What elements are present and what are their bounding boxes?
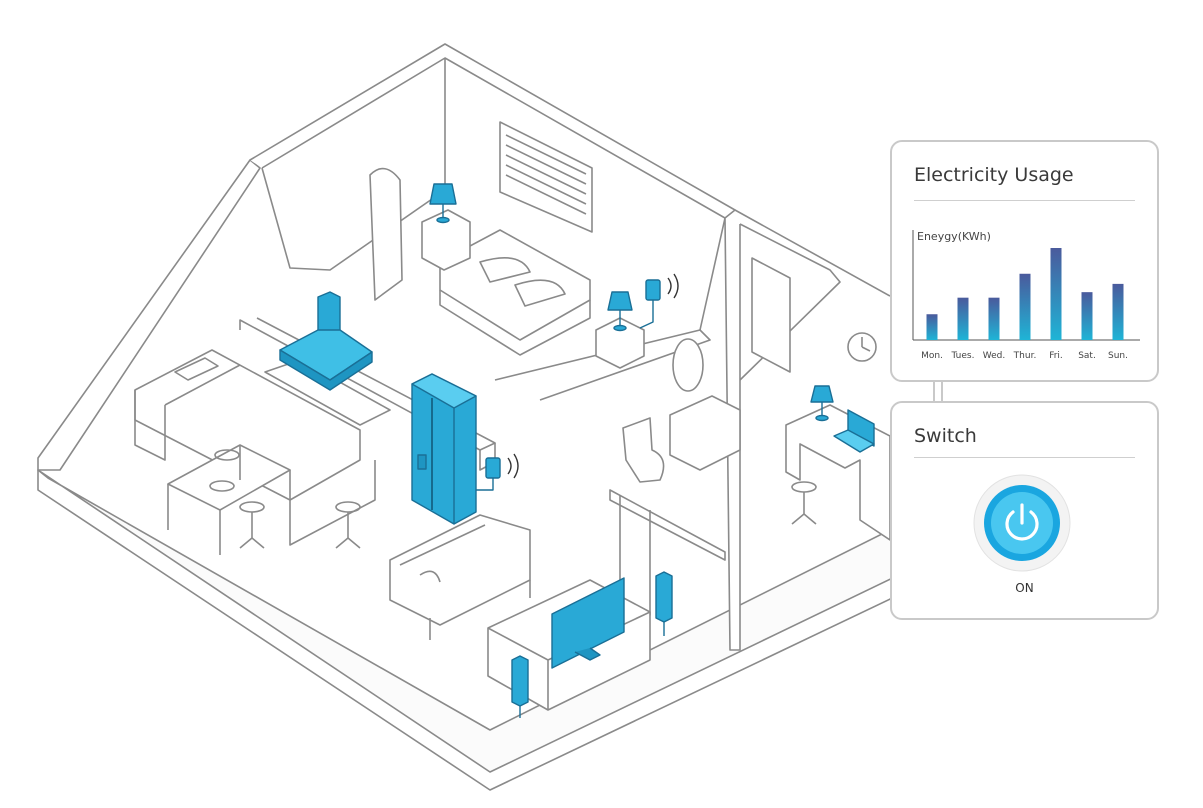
lamp-icon xyxy=(429,183,457,224)
living-wall xyxy=(609,489,726,561)
x-tick-label: Wed. xyxy=(983,351,1005,361)
x-tick-label: Tues. xyxy=(951,351,975,361)
x-tick-label: Mon. xyxy=(921,351,943,361)
smart-plug-icon xyxy=(476,453,519,491)
smart-plug-icon-bedroom xyxy=(639,273,679,329)
switch-divider xyxy=(914,457,1135,458)
bar-mon xyxy=(926,314,938,340)
toilet xyxy=(622,417,665,483)
left-wall xyxy=(37,159,261,471)
lamp-icon-desk xyxy=(810,385,834,422)
panel-connector xyxy=(933,381,943,402)
bar-sat xyxy=(1081,292,1093,340)
back-wall xyxy=(249,43,736,219)
x-tick-label: Fri. xyxy=(1049,351,1063,361)
usage-divider xyxy=(914,200,1135,201)
speaker-icon xyxy=(655,571,673,636)
bar-fri xyxy=(1050,248,1062,340)
electricity-usage-panel: Electricity Usage Eneygy(KWh) Mon. Tues. W… xyxy=(890,140,1159,382)
window xyxy=(499,121,593,233)
bar-sun xyxy=(1112,283,1124,340)
y-axis-label: Eneygy(KWh) xyxy=(917,230,991,243)
sofa xyxy=(389,514,531,626)
refrigerator-icon xyxy=(411,373,477,525)
power-icon xyxy=(1005,503,1039,541)
usage-panel-title: Electricity Usage xyxy=(914,164,1074,186)
tv-icon xyxy=(551,577,625,669)
x-tick-label: Sun. xyxy=(1108,351,1128,361)
power-button[interactable] xyxy=(973,474,1071,572)
bar-tues xyxy=(957,297,969,340)
range-hood-icon xyxy=(279,291,373,391)
bar-wed xyxy=(988,297,1000,340)
x-tick-label: Thur. xyxy=(1013,351,1037,361)
laptop-icon xyxy=(833,409,875,453)
lamp-icon-bedside xyxy=(607,291,633,332)
floor-slab xyxy=(37,469,931,773)
speaker-icon-front xyxy=(511,655,529,718)
switch-panel: Switch ON xyxy=(890,401,1159,620)
sink xyxy=(669,395,741,471)
switch-panel-title: Switch xyxy=(914,425,977,447)
x-tick-label: Sat. xyxy=(1078,351,1096,361)
bar-thur xyxy=(1019,273,1031,340)
usage-bar-chart: Eneygy(KWh) Mon. Tues. Wed. Thur. Fri. Sat. Su… xyxy=(912,230,1140,361)
switch-state-label: ON xyxy=(1015,581,1034,595)
